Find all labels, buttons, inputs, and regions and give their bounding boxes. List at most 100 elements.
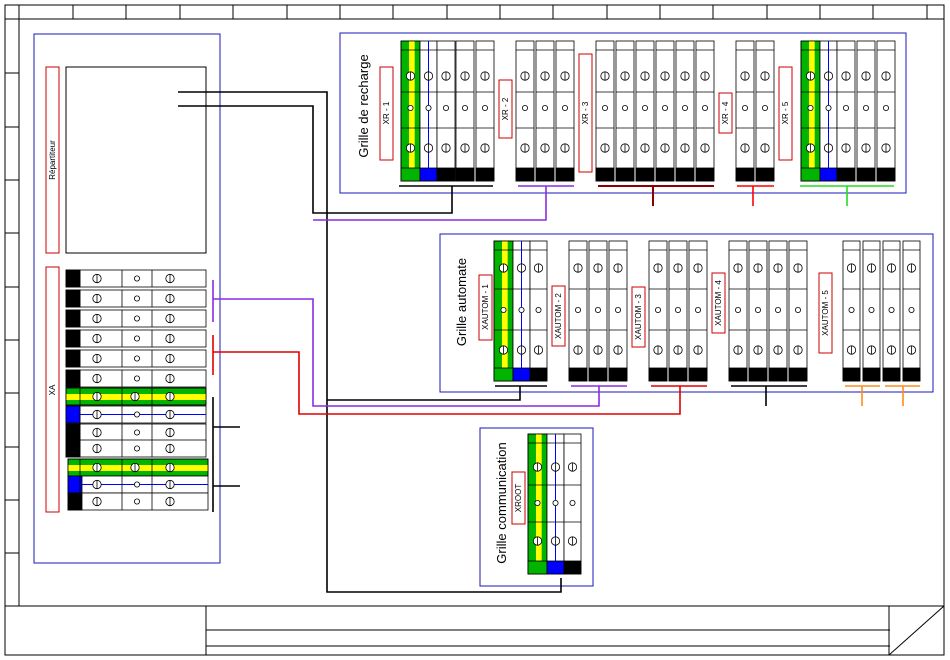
- terminal-hole: [622, 105, 627, 110]
- terminal-hole: [826, 105, 831, 110]
- terminal-foot: [729, 368, 747, 381]
- grille-communication-title: Grille communication: [494, 442, 509, 563]
- terminal-foot: [66, 310, 80, 327]
- terminal-hole: [575, 307, 580, 312]
- terminal: [736, 41, 754, 181]
- terminal: [857, 41, 875, 181]
- terminal-body: [756, 41, 774, 181]
- terminal-hole: [843, 105, 848, 110]
- terminal: [756, 41, 774, 181]
- terminal-hole: [501, 307, 506, 312]
- recharge-terminals: [401, 41, 895, 181]
- terminal-foot: [569, 368, 587, 381]
- terminal-hole: [570, 500, 575, 505]
- terminal-hole: [595, 307, 600, 312]
- terminal-hole: [863, 105, 868, 110]
- terminal-foot: [66, 370, 80, 387]
- terminal: [843, 241, 860, 381]
- purple-wire-recharge: [313, 186, 546, 220]
- terminal: [649, 241, 667, 381]
- terminal-hole: [762, 105, 767, 110]
- terminal-foot: [696, 168, 714, 181]
- terminal-hole: [735, 307, 740, 312]
- repartiteur-label: Répartiteur: [48, 140, 57, 180]
- terminal: [749, 241, 767, 381]
- xa-terminal-block: [66, 270, 208, 510]
- terminal-hole: [408, 105, 413, 110]
- terminal-hole: [889, 307, 894, 312]
- terminal-foot: [837, 168, 855, 181]
- terminal-hole: [134, 316, 139, 321]
- terminal: [883, 241, 900, 381]
- black-wire-automate: [327, 386, 520, 400]
- terminal-foot: [476, 168, 494, 181]
- terminal-hole: [134, 296, 139, 301]
- terminal: [589, 241, 607, 381]
- terminal-foot: [656, 168, 674, 181]
- terminal-foot: [66, 440, 80, 457]
- terminal-foot: [756, 168, 774, 181]
- terminal: [696, 41, 714, 181]
- earth-stripe: [809, 41, 815, 181]
- xa-earth-row: [66, 388, 206, 405]
- terminal-body: [596, 41, 614, 181]
- terminal-foot: [66, 424, 80, 441]
- terminal: [556, 41, 574, 181]
- terminal-hole: [775, 307, 780, 312]
- terminal-hole: [795, 307, 800, 312]
- terminal-foot: [536, 168, 554, 181]
- tag-xr-1: XR - 1: [382, 101, 391, 124]
- terminal: [564, 434, 581, 574]
- earth-stripe: [409, 41, 415, 181]
- terminal-body: [837, 41, 855, 181]
- terminal-foot: [769, 368, 787, 381]
- terminal-foot: [494, 368, 513, 381]
- xa-terminal-row: [66, 370, 206, 387]
- terminal-body: [616, 41, 634, 181]
- terminal-hole: [615, 307, 620, 312]
- terminal-body: [437, 41, 455, 181]
- terminal-body: [636, 41, 654, 181]
- terminal-hole: [134, 276, 139, 281]
- terminal-hole: [602, 105, 607, 110]
- terminal-foot: [456, 168, 474, 181]
- terminal-body: [857, 41, 875, 181]
- xa-label: XA: [48, 384, 57, 395]
- terminal-foot: [547, 561, 564, 574]
- tag-xautom-2: XAUTOM - 2: [554, 293, 563, 339]
- terminal-foot: [528, 561, 547, 574]
- terminal-foot: [66, 290, 80, 307]
- grille-recharge-panel: Grille de recharge: [340, 33, 906, 193]
- terminal-foot: [649, 368, 667, 381]
- terminal-body: [456, 41, 474, 181]
- terminal-foot: [669, 368, 687, 381]
- terminal-foot: [749, 368, 767, 381]
- terminal-foot: [564, 561, 581, 574]
- terminal-hole: [134, 430, 139, 435]
- terminal-body: [696, 41, 714, 181]
- grille-communication-panel: Grille communication: [480, 428, 593, 586]
- terminal: [769, 241, 787, 381]
- terminal: [609, 241, 627, 381]
- xa-terminal-row: [66, 310, 206, 327]
- terminal-foot: [636, 168, 654, 181]
- communication-terminals: [528, 434, 581, 574]
- neutral-terminal: [820, 41, 837, 181]
- terminal-foot: [516, 168, 534, 181]
- terminal-foot: [66, 330, 80, 347]
- left-cabinet-panel: Répartiteur XA: [34, 34, 220, 563]
- xa-terminal-row: [66, 406, 206, 423]
- terminal-foot: [66, 350, 80, 367]
- earth-terminal: [494, 241, 513, 381]
- terminal-foot: [843, 368, 860, 381]
- terminal-foot: [513, 368, 530, 381]
- tag-xr-3: XR - 3: [581, 101, 590, 124]
- terminal: [669, 241, 687, 381]
- terminal-body: [676, 41, 694, 181]
- tag-xr-2: XR - 2: [501, 97, 510, 120]
- neutral-terminal: [420, 41, 437, 181]
- xa-earth-row: [68, 459, 208, 476]
- terminal-body: [736, 41, 754, 181]
- xa-terminal-row: [68, 493, 208, 510]
- terminal: [636, 41, 654, 181]
